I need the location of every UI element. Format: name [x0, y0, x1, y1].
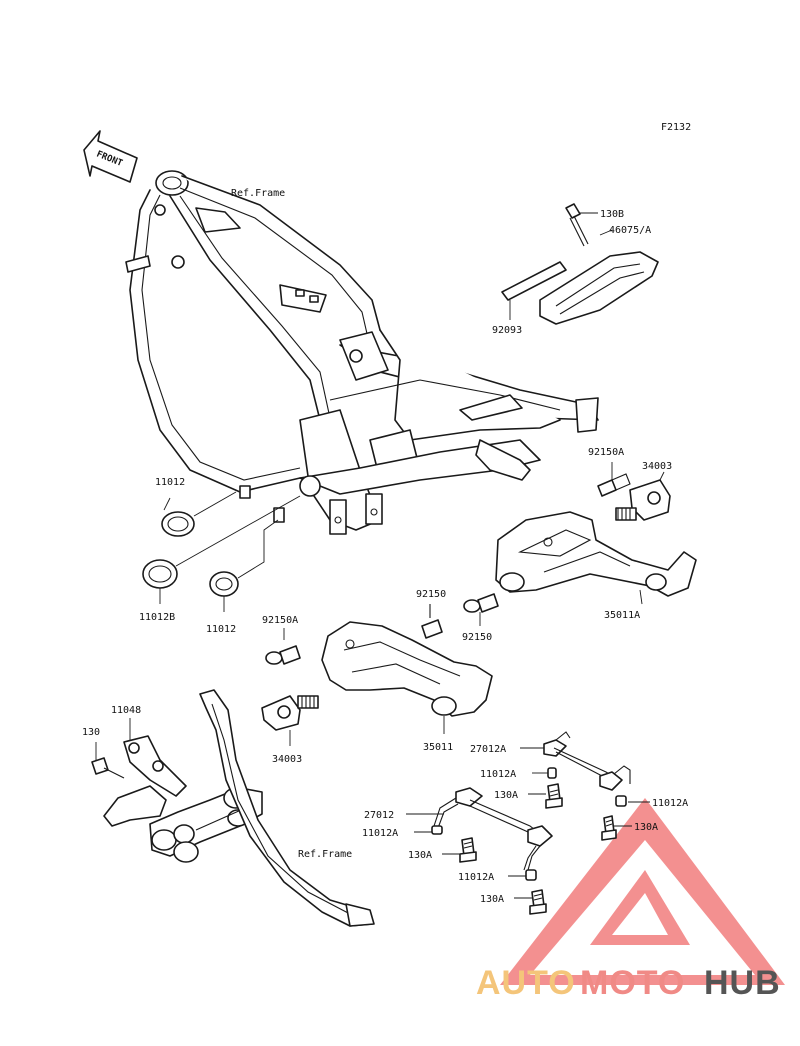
- watermark-logo: AUTO MOTO HUB: [476, 964, 781, 1002]
- bracket-11048: [123, 735, 187, 797]
- watermark-part-auto: AUTO: [476, 964, 576, 1002]
- bracket-35011: [321, 621, 493, 717]
- label-11012-bottom: 11012: [206, 624, 236, 635]
- grommet-11012B: [142, 559, 178, 589]
- label-130B: 130B: [600, 209, 624, 220]
- front-arrow-icon: FRONT: [83, 130, 138, 183]
- label-27012: 27012: [364, 810, 394, 821]
- bolt-130: [91, 757, 125, 779]
- label-35011A: 35011A: [604, 610, 640, 621]
- footpeg-pivot-34003-left: [261, 695, 319, 731]
- label-92150A-left: 92150A: [262, 615, 298, 626]
- grommet-11012-top: [161, 511, 195, 537]
- bolt-92150A-right: [597, 473, 631, 497]
- bolt-130A-4: [529, 889, 547, 915]
- watermark-part-moto: MOTO: [580, 964, 685, 1002]
- watermark-triangle-icon: [500, 798, 785, 985]
- hose-27012: [433, 787, 553, 871]
- label-130: 130: [82, 727, 100, 738]
- bolt-92150-top: [421, 604, 443, 639]
- grommet-11012-bottom: [209, 571, 239, 597]
- figure-code: F2132: [661, 122, 691, 133]
- label-92093: 92093: [492, 325, 522, 336]
- clamp-11012A-3: [431, 825, 443, 835]
- watermark-part-hub: HUB: [704, 964, 781, 1002]
- label-11012A-4: 11012A: [458, 872, 494, 883]
- label-35011: 35011: [423, 742, 453, 753]
- bracket-35011A: [495, 511, 697, 597]
- label-92150-bottom: 92150: [462, 632, 492, 643]
- label-11012A-1: 11012A: [480, 769, 516, 780]
- grip-46075A: [539, 251, 659, 325]
- label-11012A-3: 11012A: [362, 828, 398, 839]
- bolt-130A-3: [459, 837, 477, 863]
- clamp-11012A-4: [525, 869, 537, 881]
- label-11012B: 11012B: [139, 612, 175, 623]
- label-130A-1: 130A: [494, 790, 518, 801]
- label-11012-top: 11012: [155, 477, 185, 488]
- main-frame: [125, 170, 599, 535]
- label-46075A: 46075/A: [609, 225, 651, 236]
- label-34003-left: 34003: [272, 754, 302, 765]
- strip-92093: [501, 261, 567, 301]
- label-11048: 11048: [111, 705, 141, 716]
- label-130A-4: 130A: [480, 894, 504, 905]
- bolt-130A-2: [601, 815, 617, 841]
- ref-frame-bottom-label: Ref.Frame: [298, 849, 352, 860]
- clamp-11012A-2: [615, 795, 627, 807]
- bolt-130A-1: [545, 783, 563, 809]
- ref-frame-top-label: Ref.Frame: [231, 188, 285, 199]
- bolt-92150A-left: [265, 645, 301, 665]
- label-130A-3: 130A: [408, 850, 432, 861]
- label-130A-2: 130A: [634, 822, 658, 833]
- label-11012A-2: 11012A: [652, 798, 688, 809]
- lower-frame-ref: [199, 689, 375, 927]
- label-34003-right: 34003: [642, 461, 672, 472]
- bolt-130B: [565, 203, 589, 247]
- label-92150-top: 92150: [416, 589, 446, 600]
- bolt-92150-bottom: [463, 593, 499, 613]
- label-27012A: 27012A: [470, 744, 506, 755]
- hose-27012A: [543, 731, 631, 791]
- label-92150A-right: 92150A: [588, 447, 624, 458]
- clamp-11012A-1: [547, 767, 557, 779]
